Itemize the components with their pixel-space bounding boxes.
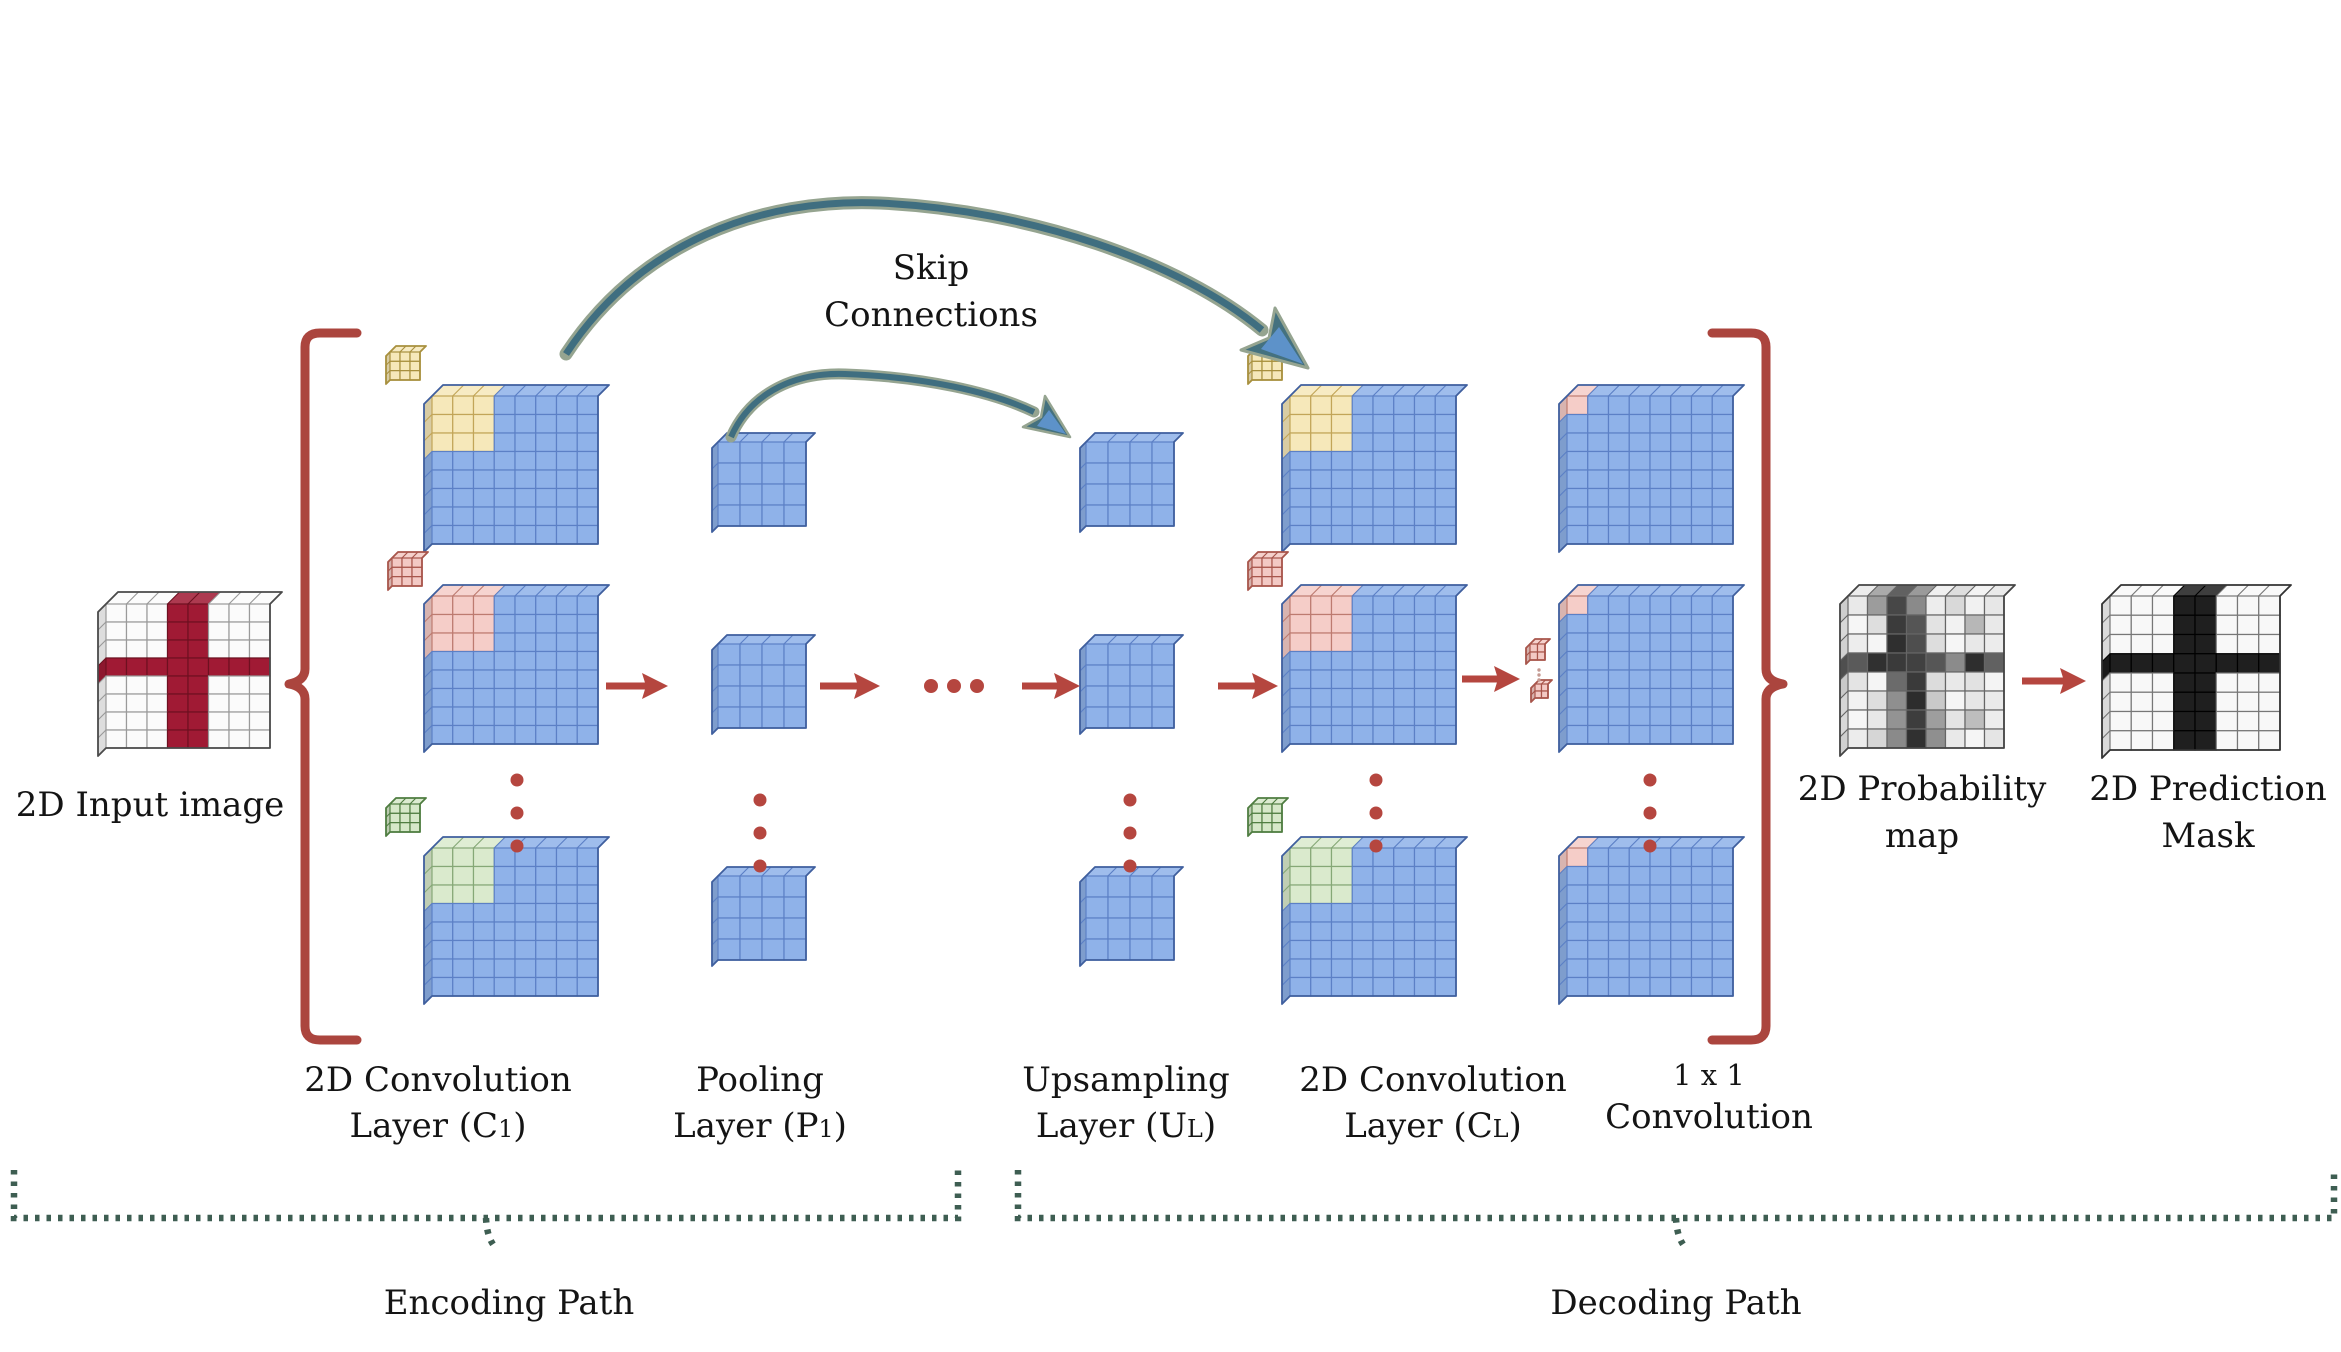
skip-connection-short — [725, 368, 1072, 443]
upsampling-layer-label: Upsampling Layer (UL) — [1022, 1060, 1230, 1146]
conv1-feature-map-green — [421, 834, 612, 1007]
probability-map-grid — [1837, 582, 2018, 759]
conv1-feature-map-pink — [421, 582, 612, 755]
convL-kernel-pink-icon — [1245, 549, 1291, 593]
conv1-layer-label: 2D Convolution Layer (C1) — [304, 1060, 572, 1146]
conv1-feature-map-yellow — [421, 382, 612, 555]
conv1-kernel-pink-icon — [385, 549, 431, 593]
one-by-one-kernel-icon-a — [1523, 636, 1553, 667]
convL-feature-map-green — [1279, 834, 1470, 1007]
convL-kernel-green-icon — [1245, 795, 1291, 839]
pooling-map-1 — [709, 430, 818, 535]
pooling-map-3 — [709, 864, 818, 969]
vertical-ellipsis-dots-5 — [1123, 793, 1137, 873]
vertical-ellipsis-dots-4 — [753, 793, 767, 873]
pooling-layer-label: Pooling Layer (P1) — [673, 1060, 847, 1146]
encoding-path-brace — [10, 1170, 962, 1252]
decoding-path-label: Decoding Path — [1550, 1283, 1802, 1323]
one-by-one-feature-map-3 — [1556, 834, 1747, 1007]
left-bracket — [284, 328, 362, 1045]
convL-kernel-yellow-icon — [1245, 343, 1291, 387]
horizontal-ellipsis-dots — [924, 679, 984, 693]
one-by-one-kernel-icon-b — [1528, 677, 1555, 705]
convL-layer-label: 2D Convolution Layer (CL) — [1299, 1060, 1567, 1146]
upsampling-map-2 — [1077, 632, 1186, 737]
encoding-path-label: Encoding Path — [383, 1283, 635, 1323]
input-image-grid — [95, 589, 285, 759]
conv1-kernel-yellow-icon — [383, 343, 429, 387]
pooling-map-2 — [709, 632, 818, 737]
prediction-mask-grid — [2099, 582, 2294, 761]
upsampling-map-1 — [1077, 430, 1186, 535]
one-by-one-feature-map-1 — [1556, 382, 1747, 555]
convL-feature-map-yellow — [1279, 382, 1470, 555]
upsampling-map-3 — [1077, 864, 1186, 969]
input-image-label: 2D Input image — [15, 785, 285, 825]
decoding-path-brace — [1014, 1170, 2338, 1252]
conv1-kernel-green-icon — [383, 795, 429, 839]
one-by-one-feature-map-2 — [1556, 582, 1747, 755]
convL-feature-map-pink — [1279, 582, 1470, 755]
